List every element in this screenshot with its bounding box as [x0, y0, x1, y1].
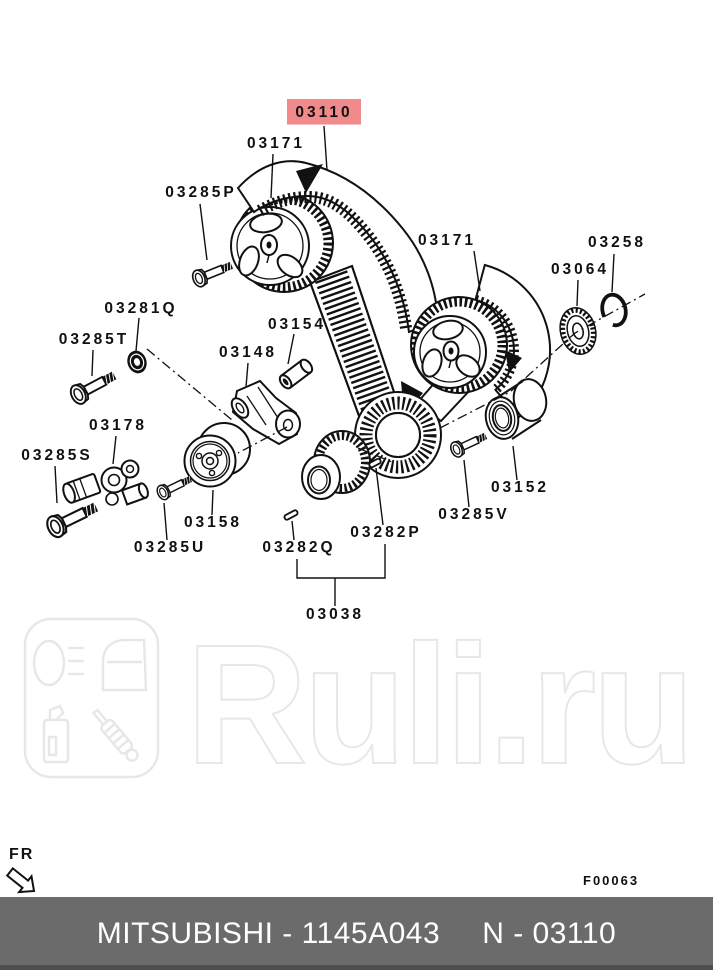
leader-line-03285S — [54, 465, 58, 504]
bolt-03285V — [447, 428, 490, 460]
crank-sprocket — [301, 430, 371, 500]
shock-absorber-icon — [91, 708, 139, 762]
part-label-03285V[interactable]: 03285V — [438, 506, 509, 523]
footer-brand-part: MITSUBISHI - 1145A043 — [96, 916, 441, 950]
part-label-03285P[interactable]: 03285P — [165, 184, 236, 201]
leader-line-03152 — [512, 445, 518, 481]
leader-line-03064 — [576, 279, 579, 307]
part-label-03178[interactable]: 03178 — [89, 417, 147, 434]
part-label-03258[interactable]: 03258 — [588, 234, 646, 251]
toothed-washer-03064 — [559, 307, 597, 355]
watermark: Ruli.ru — [23, 609, 696, 801]
tensioner-bracket-03148 — [230, 379, 301, 446]
leader-line-03171 — [270, 153, 274, 199]
bolt-03285P — [189, 256, 236, 290]
part-label-03282Q[interactable]: 03282Q — [262, 539, 335, 556]
part-label-03281Q[interactable]: 03281Q — [104, 300, 177, 317]
leader-line-03285P — [199, 203, 208, 261]
leader-line-03158 — [211, 489, 214, 516]
front-direction-marker: FR — [5, 846, 36, 894]
cam-sprocket-right — [401, 296, 508, 416]
part-label-03282P[interactable]: 03282P — [350, 524, 421, 541]
part-labels: 03110 03171 03285P 03281Q 03285T 03154 03148 03… — [21, 99, 646, 623]
part-label-03154[interactable]: 03154 — [268, 316, 326, 333]
watermark-logo-box — [23, 617, 160, 779]
leader-line-03038 — [296, 544, 386, 579]
leader-line-03282Q — [291, 520, 295, 541]
leader-line-03154 — [287, 333, 295, 365]
part-label-03285U[interactable]: 03285U — [134, 539, 206, 556]
spacer-03154 — [278, 358, 314, 390]
leader-line-03178 — [112, 435, 117, 465]
part-label-03171[interactable]: 03171 — [247, 135, 305, 152]
watermark-text: Ruli.ru — [186, 610, 691, 800]
bolt-03285T — [66, 365, 120, 408]
leader-line-03171 — [473, 250, 481, 292]
leader-line-03148 — [245, 362, 249, 388]
idler-pulley-03152 — [484, 378, 548, 440]
timing-belt-bottom-loop — [353, 391, 443, 479]
leader-line-03110 — [323, 125, 328, 171]
part-label-03038[interactable]: 03038 — [306, 606, 364, 623]
car-door-icon — [101, 638, 148, 692]
leader-line-03281Q — [135, 317, 140, 352]
part-label-03285T[interactable]: 03285T — [59, 331, 130, 348]
selected-part-highlight — [287, 99, 361, 125]
front-direction-arrow-icon — [5, 866, 36, 894]
tensioner-03178 — [62, 459, 149, 506]
axis-lines — [146, 293, 646, 463]
washer-03281Q — [127, 350, 147, 374]
oil-canister-icon — [42, 704, 70, 764]
part-label-03152[interactable]: 03152 — [491, 479, 549, 496]
idler-pulley-03158 — [183, 422, 251, 488]
woodruff-key-03282Q — [283, 509, 299, 521]
bolt-03285U — [154, 471, 195, 503]
leader-line-03285V — [463, 459, 470, 508]
footer-bar: MITSUBISHI - 1145A043 N - 03110 — [0, 897, 713, 970]
leader-line-03285T — [91, 349, 94, 377]
cam-sprocket-left — [230, 193, 334, 293]
figure-code: F00063 — [583, 873, 639, 888]
leader-line-03282P — [375, 467, 384, 526]
part-label-03064[interactable]: 03064 — [551, 261, 609, 278]
timing-belt-top-run — [236, 160, 440, 334]
leader-line-03285U — [163, 502, 168, 541]
part-label-03158[interactable]: 03158 — [184, 514, 242, 531]
part-label-03171[interactable]: 03171 — [418, 232, 476, 249]
headlight-icon — [32, 639, 84, 687]
footer-ref-number: N - 03110 — [482, 916, 617, 950]
snap-ring-03258 — [600, 292, 628, 328]
leader-line-03258 — [611, 253, 615, 293]
part-label-03110[interactable]: 03110 — [295, 104, 352, 121]
timing-belt-diagram: Ruli.ru — [5, 99, 696, 894]
part-label-03285S[interactable]: 03285S — [21, 447, 92, 464]
fr-label: FR — [9, 846, 34, 863]
part-label-03148[interactable]: 03148 — [219, 344, 277, 361]
woodruff-key-03282P — [368, 457, 382, 469]
